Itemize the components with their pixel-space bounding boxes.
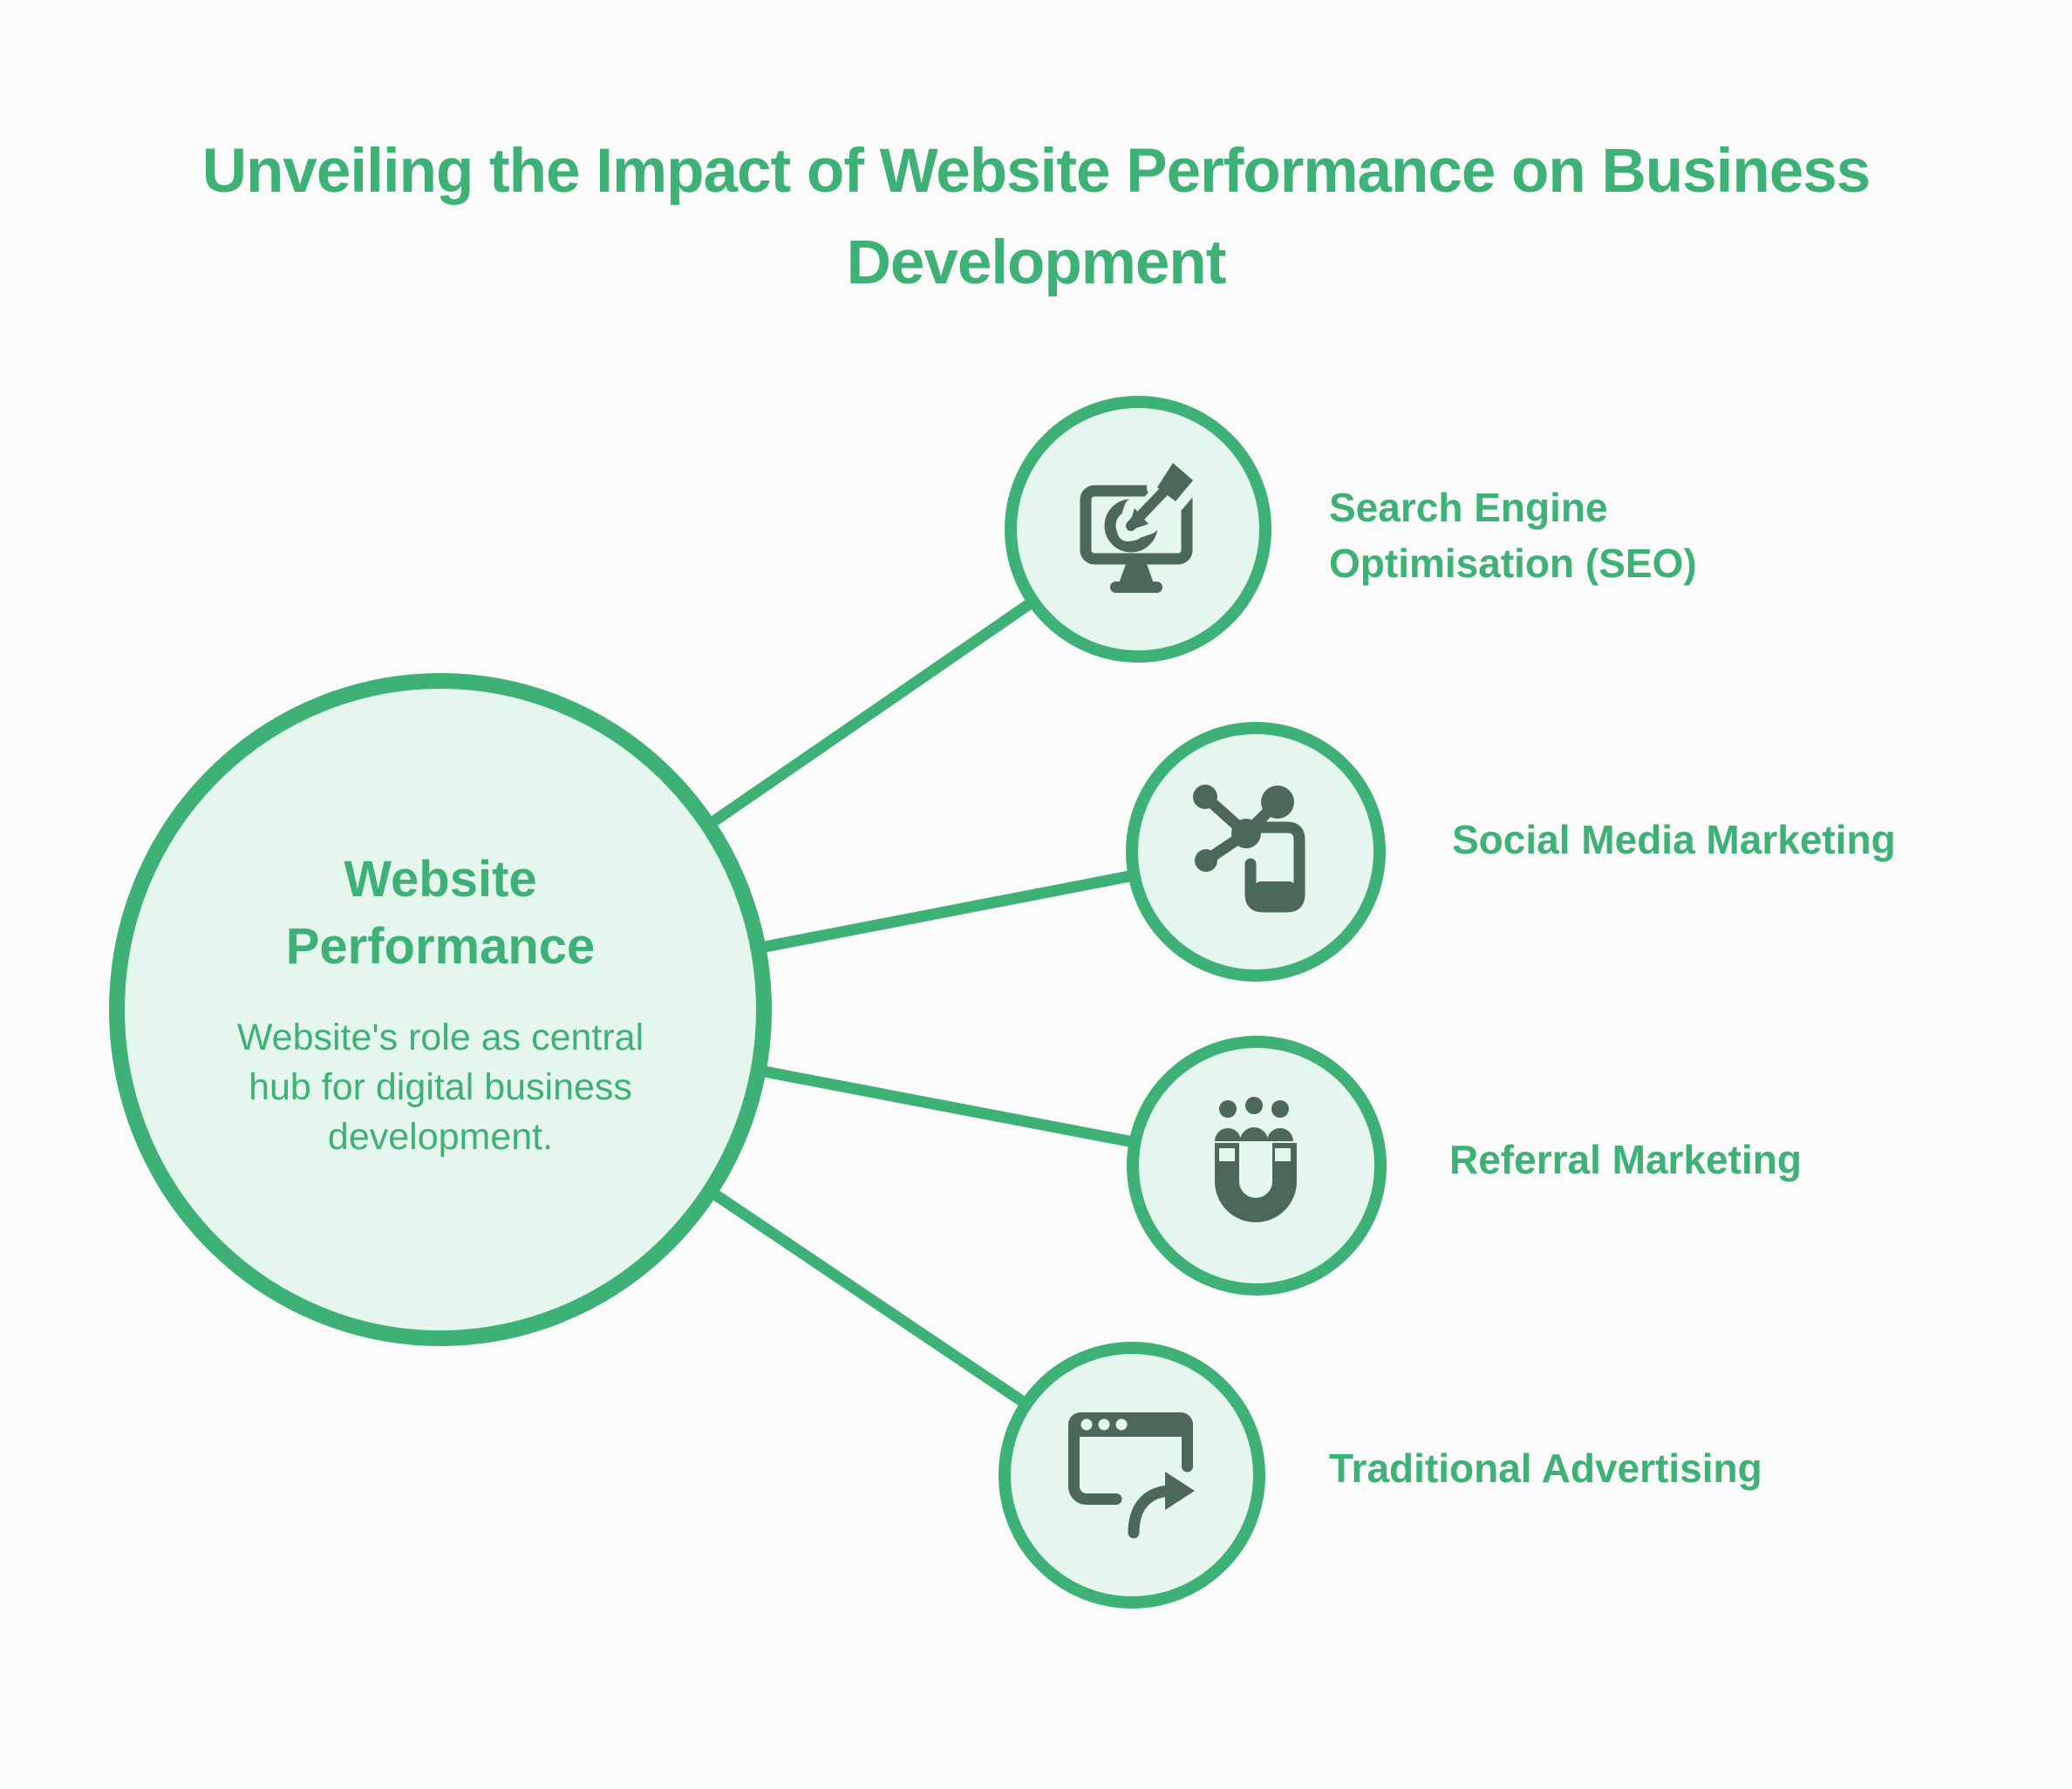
node-label-seo-line-1: Search Engine [1329,485,1608,530]
node-label-seo: Search Engine Optimisation (SEO) [1329,480,1697,591]
node-seo [1005,396,1271,663]
page-title: Unveiling the Impact of Website Performa… [0,126,2072,309]
node-label-referral: Referral Marketing [1449,1132,1802,1187]
hub-description-line-2: hub for digital business [249,1066,632,1108]
hub-title: Website Performance [161,846,719,980]
node-label-social-line-1: Social Media Marketing [1452,817,1896,862]
page-title-line-2: Development [846,228,1227,297]
hub-description: Website's role as central hub for digita… [161,1013,719,1162]
social-share-network-icon [1193,785,1305,913]
magnet-people-icon [1215,1097,1297,1222]
node-label-referral-line-1: Referral Marketing [1449,1137,1802,1182]
page-title-line-1: Unveiling the Impact of Website Performa… [201,137,1871,206]
seo-target-monitor-icon [1080,452,1203,593]
node-traditional-circle [999,1342,1265,1609]
node-label-social: Social Media Marketing [1452,812,1896,867]
hub-circle [109,673,772,1346]
hub-description-line-1: Website's role as central [236,1017,644,1058]
hub-title-line-1: Website [344,851,537,908]
node-referral-circle [1127,1036,1387,1296]
node-social-circle [1126,722,1386,982]
node-traditional [999,1342,1265,1609]
node-referral [1127,1036,1387,1296]
node-label-traditional-line-1: Traditional Advertising [1329,1445,1762,1491]
hub-title-line-2: Performance [285,918,596,975]
node-label-traditional: Traditional Advertising [1329,1440,1762,1496]
hub-description-line-3: development. [327,1116,554,1158]
node-label-seo-line-2: Optimisation (SEO) [1329,541,1697,586]
browser-share-arrow-icon [1068,1412,1195,1539]
node-social [1126,722,1386,982]
